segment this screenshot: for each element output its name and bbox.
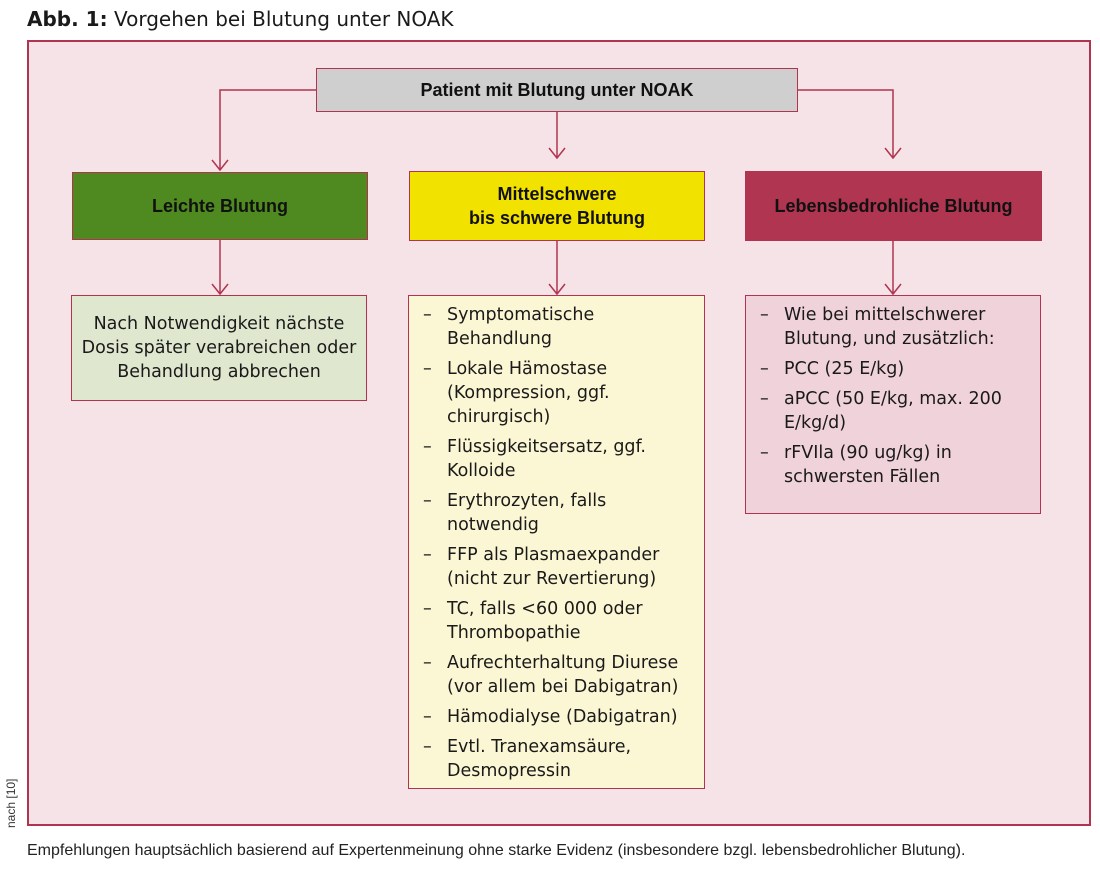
- severe-bleeding-list: –Wie bei mittelschwerer Blutung, und zus…: [760, 303, 1030, 489]
- moderate-bleeding-title-line2: bis schwere Blutung: [468, 208, 646, 228]
- figure-label: Abb. 1:: [27, 7, 108, 31]
- moderate-bleeding-title-line1: Mittelschwere: [497, 184, 617, 204]
- list-item-text: aPCC (50 E/kg, max. 200 E/kg/d): [784, 389, 1002, 433]
- bullet-dash: –: [423, 491, 432, 511]
- list-item: –Erythrozyten, falls notwendig: [423, 489, 694, 537]
- moderate-bleeding-list: –Symptomatische Behandlung –Lokale Hämos…: [423, 303, 694, 783]
- list-item-text: Flüssigkeitsersatz, ggf. Kolloide: [447, 437, 646, 481]
- list-item: –Hämodialyse (Dabigatran): [423, 705, 694, 729]
- bullet-dash: –: [760, 389, 769, 409]
- bullet-dash: –: [423, 599, 432, 619]
- severe-bleeding-title: Lebensbedrohliche Blutung: [774, 196, 1013, 216]
- arrowhead-light: [211, 159, 229, 172]
- connector-root-to-severe: [798, 89, 894, 158]
- light-bleeding-node: Leichte Blutung: [72, 172, 368, 240]
- light-bleeding-detail: Nach Notwendigkeit nächste Dosis später …: [71, 295, 367, 401]
- list-item: –Wie bei mittelschwerer Blutung, und zus…: [760, 303, 1030, 351]
- list-item-text: Symptomatische Behandlung: [447, 305, 595, 349]
- figure-title-text: Vorgehen bei Blutung unter NOAK: [113, 7, 454, 31]
- list-item: –rFVIla (90 ug/kg) in schwersten Fällen: [760, 441, 1030, 489]
- bullet-dash: –: [760, 359, 769, 379]
- connector-root-to-light: [219, 89, 316, 170]
- bullet-dash: –: [423, 437, 432, 457]
- list-item: –Lokale Hämostase (Kompression, ggf. chi…: [423, 357, 694, 429]
- bullet-dash: –: [423, 653, 432, 673]
- bullet-dash: –: [423, 737, 432, 757]
- list-item: –Aufrechterhaltung Diurese (vor allem be…: [423, 651, 694, 699]
- bullet-dash: –: [423, 707, 432, 727]
- arrowhead-mid-detail: [548, 283, 566, 296]
- moderate-bleeding-node: Mittelschwere bis schwere Blutung: [409, 171, 705, 241]
- arrowhead-severe-detail: [884, 283, 902, 296]
- moderate-bleeding-detail: –Symptomatische Behandlung –Lokale Hämos…: [408, 295, 705, 789]
- list-item-text: Lokale Hämostase (Kompression, ggf. chir…: [447, 359, 610, 427]
- arrowhead-light-detail: [211, 283, 229, 296]
- root-node: Patient mit Blutung unter NOAK: [316, 68, 798, 112]
- list-item-text: PCC (25 E/kg): [784, 359, 905, 379]
- arrowhead-mid: [548, 147, 566, 160]
- list-item: –FFP als Plasmaexpander (nicht zur Rever…: [423, 543, 694, 591]
- list-item: –Evtl. Tranexamsäure, Desmopressin: [423, 735, 694, 783]
- bullet-dash: –: [423, 305, 432, 325]
- list-item: –aPCC (50 E/kg, max. 200 E/kg/d): [760, 387, 1030, 435]
- arrowhead-severe: [884, 147, 902, 160]
- severe-bleeding-detail: –Wie bei mittelschwerer Blutung, und zus…: [745, 295, 1041, 514]
- list-item-text: rFVIla (90 ug/kg) in schwersten Fällen: [784, 443, 952, 487]
- list-item-text: Aufrechterhaltung Diurese (vor allem bei…: [447, 653, 679, 697]
- light-bleeding-title: Leichte Blutung: [152, 196, 288, 216]
- list-item-text: Wie bei mittelschwerer Blutung, und zusä…: [784, 305, 995, 349]
- list-item-text: Hämodialyse (Dabigatran): [447, 707, 678, 727]
- footnote: Empfehlungen hauptsächlich basierend auf…: [27, 842, 966, 859]
- list-item: –TC, falls <60 000 oder Thrombopathie: [423, 597, 694, 645]
- list-item: –Flüssigkeitsersatz, ggf. Kolloide: [423, 435, 694, 483]
- list-item: –Symptomatische Behandlung: [423, 303, 694, 351]
- bullet-dash: –: [423, 545, 432, 565]
- root-node-label: Patient mit Blutung unter NOAK: [420, 80, 694, 100]
- list-item-text: Evtl. Tranexamsäure, Desmopressin: [447, 737, 632, 781]
- list-item: –PCC (25 E/kg): [760, 357, 1030, 381]
- bullet-dash: –: [760, 305, 769, 325]
- list-item-text: FFP als Plasmaexpander (nicht zur Revert…: [447, 545, 660, 589]
- severe-bleeding-node: Lebensbedrohliche Blutung: [745, 171, 1042, 241]
- source-note: nach [10]: [4, 778, 18, 828]
- figure-title: Abb. 1: Vorgehen bei Blutung unter NOAK: [27, 7, 454, 31]
- light-bleeding-detail-text: Nach Notwendigkeit nächste Dosis später …: [81, 314, 357, 382]
- list-item-text: TC, falls <60 000 oder Thrombopathie: [447, 599, 643, 643]
- list-item-text: Erythrozyten, falls notwendig: [447, 491, 607, 535]
- bullet-dash: –: [423, 359, 432, 379]
- bullet-dash: –: [760, 443, 769, 463]
